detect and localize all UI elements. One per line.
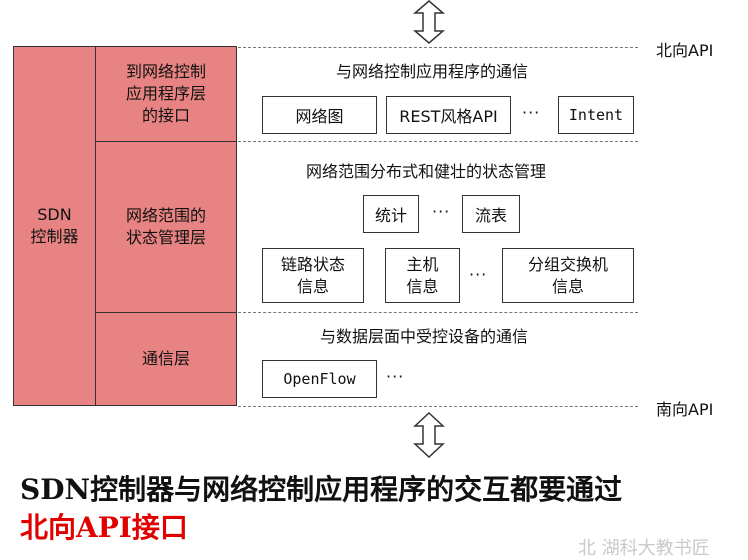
southbound-api-label: 南向API — [656, 400, 714, 419]
up-down-arrow-icon — [413, 412, 445, 458]
statistics-box: 统计 — [363, 195, 419, 233]
top-ellipsis: ··· — [522, 103, 541, 122]
layer-separator-line — [238, 312, 638, 313]
bottom-ellipsis: ··· — [386, 367, 405, 386]
packet-switch-info-box: 分组交换机 信息 — [502, 248, 634, 303]
bottom-section-title: 与数据层面中受控设备的通信 — [320, 327, 529, 346]
link-state-info-box: 链路状态 信息 — [262, 248, 364, 303]
top-section-title: 与网络控制应用程序的通信 — [336, 62, 529, 81]
openflow-box: OpenFlow — [262, 360, 377, 398]
rest-api-box: REST风格API — [386, 96, 511, 134]
intent-box: Intent — [558, 96, 634, 134]
host-info-box: 主机 信息 — [385, 248, 460, 303]
caption-line-1: SDN控制器与网络控制应用程序的交互都要通过 — [20, 473, 623, 506]
south-boundary-line — [238, 406, 638, 407]
layer-separator-line — [238, 141, 638, 142]
flow-table-box: 流表 — [462, 195, 520, 233]
north-boundary-line — [238, 47, 638, 48]
layer-north-interface: 到网络控制 应用程序层 的接口 — [95, 46, 237, 142]
mid-ellipsis-row2: ··· — [469, 265, 488, 284]
northbound-api-label: 北向API — [656, 41, 714, 60]
up-down-arrow-icon — [412, 0, 446, 44]
layer-state-management: 网络范围的 状态管理层 — [95, 141, 237, 313]
watermark: 北 湖科大教书匠 — [578, 538, 710, 559]
caption-line-2: 北向API接口 — [20, 511, 188, 544]
network-graph-box: 网络图 — [262, 96, 377, 134]
mid-section-title: 网络范围分布式和健壮的状态管理 — [306, 162, 547, 181]
layer-communication: 通信层 — [95, 312, 237, 406]
sdn-controller-block: SDN 控制器 — [13, 46, 96, 406]
mid-ellipsis-row1: ··· — [432, 202, 451, 221]
